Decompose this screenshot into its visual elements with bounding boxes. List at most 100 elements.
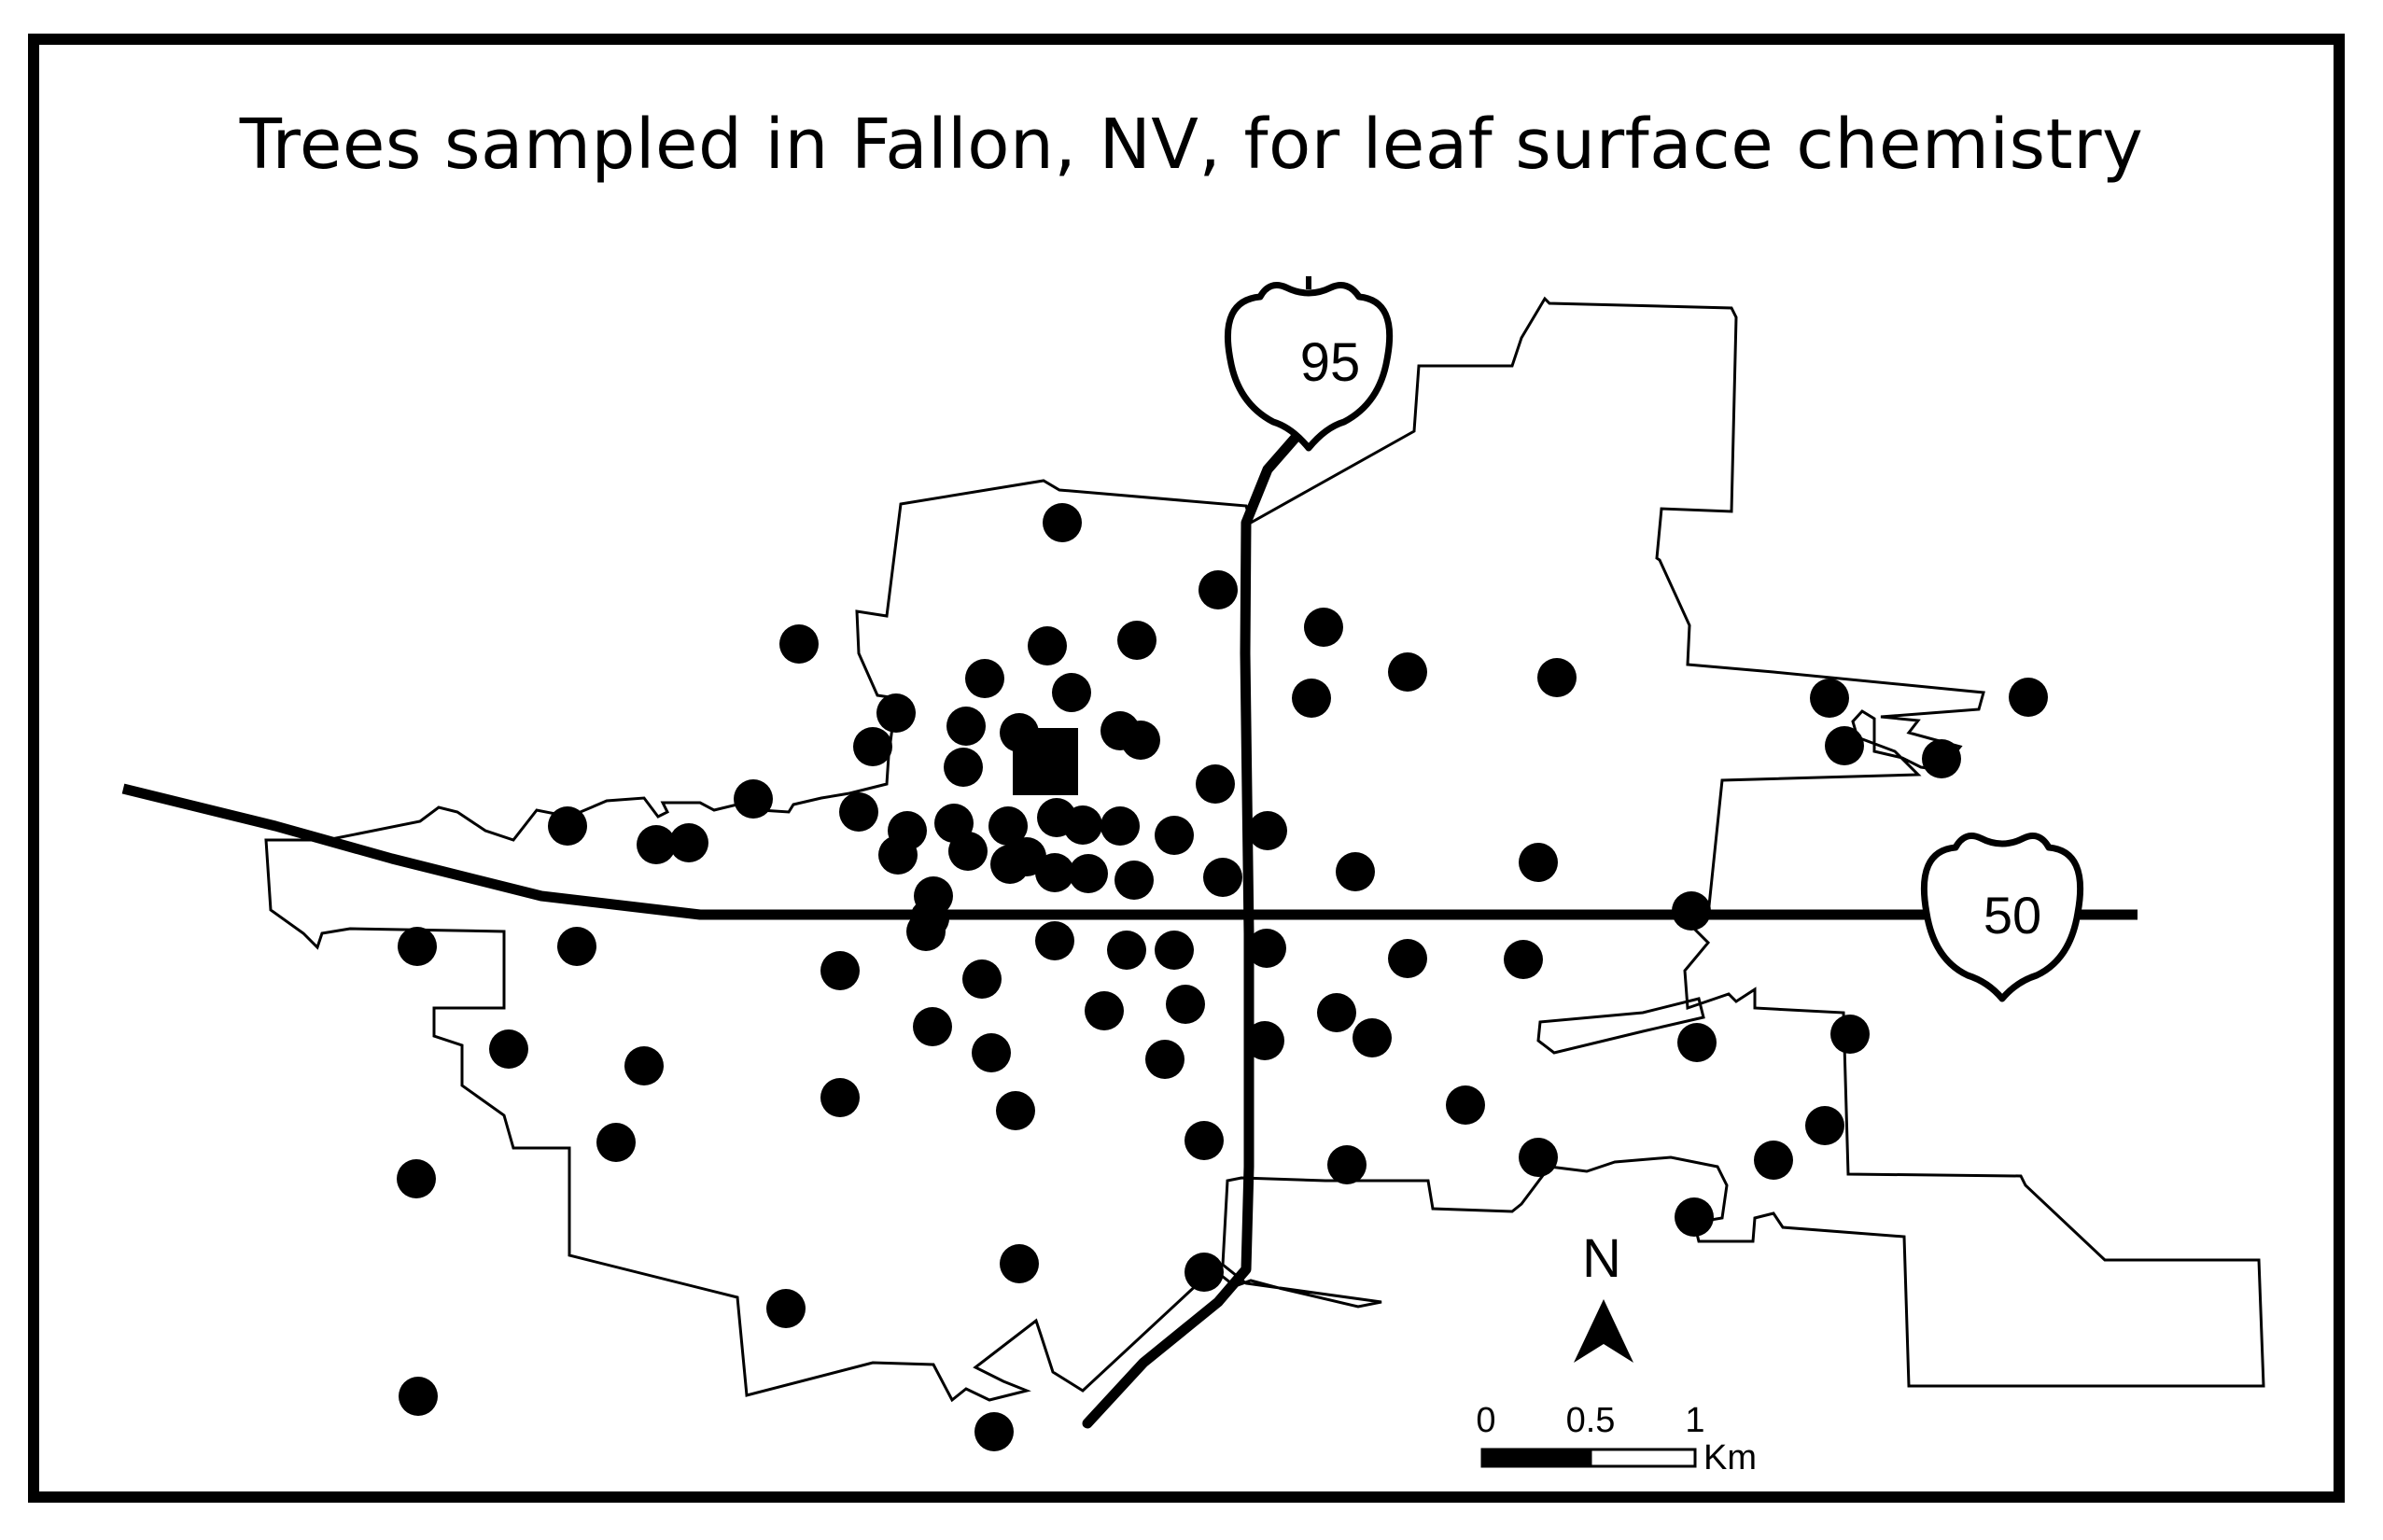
- tree-sample-point: [839, 792, 878, 832]
- tree-sample-point: [1247, 929, 1286, 968]
- tree-sample-point: [1107, 931, 1146, 970]
- tree-sample-point: [1184, 1121, 1224, 1160]
- tree-sample-point: [1245, 1021, 1284, 1060]
- tree-sample-point: [820, 951, 860, 990]
- tree-sample-point: [1830, 1015, 1870, 1054]
- scale-tick-1: 1: [1685, 1401, 1704, 1440]
- highway-95-shield: 95: [1224, 276, 1394, 452]
- tree-sample-point: [1519, 843, 1558, 882]
- tree-sample-point: [1519, 1138, 1558, 1177]
- tree-sample-point: [1184, 1253, 1224, 1292]
- tree-sample-point: [1000, 1244, 1039, 1283]
- tree-sample-point: [397, 1159, 436, 1198]
- tree-sample-point: [596, 1123, 636, 1162]
- scale-unit: Km: [1703, 1438, 1757, 1477]
- scale-tick-0: 0: [1476, 1401, 1495, 1440]
- tree-sample-point: [972, 1033, 1011, 1072]
- tree-sample-point: [1155, 816, 1194, 855]
- tree-sample-point: [1677, 1023, 1717, 1062]
- map-title: Trees sampled in Fallon, NV, for leaf su…: [239, 105, 2144, 185]
- tree-sample-point: [1248, 811, 1287, 850]
- tree-sample-point: [489, 1029, 528, 1069]
- tree-sample-point: [1100, 806, 1140, 846]
- highway-50-shield: 50: [1920, 833, 2084, 1002]
- tree-sample-point: [1145, 1040, 1184, 1079]
- tree-sample-point: [1121, 721, 1160, 760]
- tree-sample-point: [974, 1412, 1014, 1451]
- tree-sample-point: [1035, 921, 1074, 960]
- tree-sample-point: [398, 927, 437, 966]
- tree-sample-point: [1336, 852, 1375, 891]
- tree-sample-point: [1754, 1141, 1793, 1180]
- tree-sample-point: [990, 845, 1030, 884]
- tree-sample-point: [1327, 1145, 1367, 1184]
- north-arrow: N: [1574, 1228, 1633, 1363]
- tree-sample-point: [624, 1046, 664, 1085]
- scale-tick-0-5: 0.5: [1566, 1401, 1616, 1440]
- tree-sample-point: [1388, 939, 1427, 978]
- tree-sample-point: [548, 806, 587, 846]
- tree-sample-point: [1166, 985, 1205, 1024]
- tree-sample-point: [948, 832, 988, 871]
- tree-sample-point: [1052, 673, 1091, 712]
- tree-sample-point: [944, 748, 983, 787]
- tree-sample-point: [1155, 931, 1194, 970]
- tree-sample-point: [946, 707, 986, 746]
- highway-95-label: 95: [1300, 332, 1361, 393]
- scale-bar: 0 0.5 1 Km: [1476, 1401, 1757, 1477]
- north-arrow-icon: [1574, 1299, 1633, 1363]
- tree-sample-point: [1292, 679, 1331, 718]
- tree-sample-point: [1446, 1085, 1485, 1125]
- scale-segment-empty: [1589, 1448, 1697, 1468]
- tree-sample-point: [1825, 726, 1864, 765]
- tree-sample-point: [2009, 678, 2048, 717]
- tree-sample-point: [1388, 652, 1427, 692]
- tree-sample-point: [1043, 503, 1082, 542]
- tree-sample-point: [988, 806, 1028, 846]
- tree-sample-point: [1203, 858, 1242, 897]
- tree-sample-point: [1114, 861, 1154, 900]
- tree-sample-point: [1304, 608, 1343, 647]
- tree-sample-point: [1805, 1106, 1844, 1145]
- tree-sample-point: [965, 659, 1004, 698]
- tree-sample-point: [557, 927, 596, 966]
- tree-sample-point: [853, 727, 892, 766]
- tree-sample-point: [1028, 626, 1067, 665]
- tree-sample-point: [876, 693, 916, 733]
- tree-sample-point: [1672, 891, 1711, 931]
- tree-sample-point: [1317, 993, 1356, 1032]
- tree-sample-point: [1675, 1197, 1714, 1237]
- tree-sample-point: [962, 959, 1002, 999]
- tree-sample-point: [996, 1091, 1035, 1130]
- tree-sample-point: [820, 1078, 860, 1117]
- tree-sample-point: [1810, 679, 1849, 718]
- tree-sample-point: [399, 1377, 438, 1416]
- tree-sample-point: [1035, 853, 1074, 892]
- north-arrow-label: N: [1582, 1228, 1621, 1289]
- tree-sample-point: [1063, 805, 1102, 845]
- tree-sample-point: [1196, 764, 1235, 804]
- tree-sample-point: [766, 1289, 806, 1328]
- tree-sample-point: [878, 835, 918, 875]
- tree-sample-point: [913, 1007, 952, 1046]
- annex-parcel: [1536, 997, 1705, 1055]
- tree-sample-point: [1117, 621, 1156, 660]
- tree-sample-point: [1537, 658, 1577, 697]
- tree-sample-point: [669, 823, 708, 862]
- tree-sample-point: [1199, 570, 1238, 609]
- tree-sample-point: [1922, 739, 1961, 778]
- tree-sample-point: [1069, 854, 1108, 893]
- tree-sample-point: [1353, 1018, 1392, 1057]
- tree-sample-point: [779, 624, 819, 664]
- scale-segment-filled: [1480, 1448, 1592, 1468]
- tree-sample-points: [397, 503, 2048, 1451]
- tree-sample-point: [1085, 991, 1124, 1030]
- tree-sample-point: [734, 779, 773, 819]
- tree-sample-point: [1504, 940, 1543, 979]
- tree-sample-point: [637, 825, 676, 864]
- city-boundary: [264, 296, 2265, 1403]
- tree-sample-point: [1000, 713, 1039, 752]
- highway-50-label: 50: [1983, 886, 2041, 945]
- tree-sample-point: [906, 912, 946, 951]
